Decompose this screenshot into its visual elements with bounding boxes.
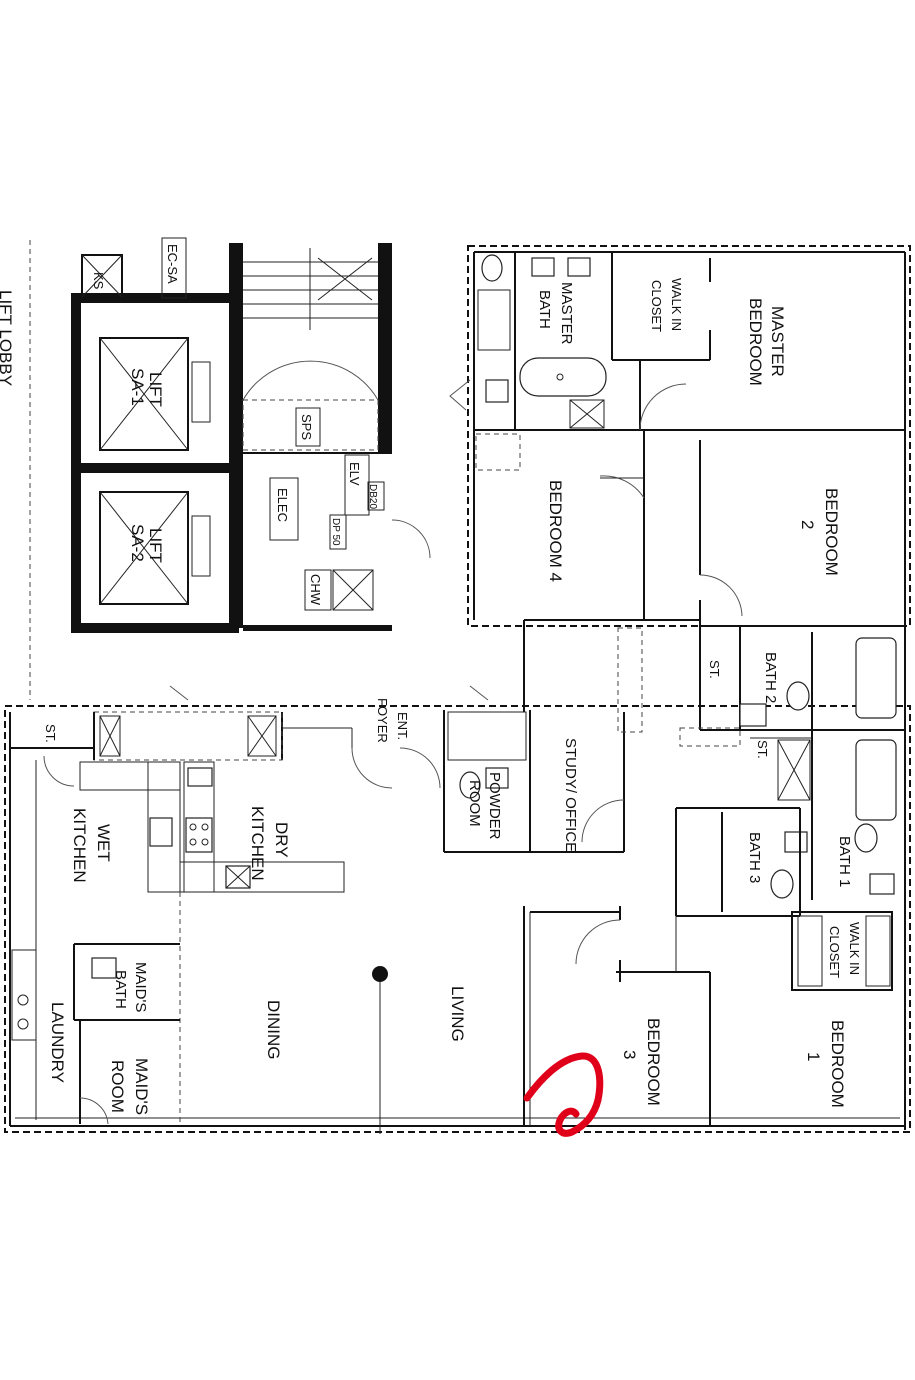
label-elv: ELV xyxy=(347,462,362,486)
label-ks: KS xyxy=(91,272,106,290)
label-walk-in-closet-a-line1: WALK IN xyxy=(669,278,684,331)
label-laundry: LAUNDRY xyxy=(48,1002,67,1083)
column-dot xyxy=(372,966,388,982)
label-maids-room-line1: MAID'S xyxy=(132,1058,151,1115)
study-powder xyxy=(443,627,643,853)
label-bedroom-3-line2: 3 xyxy=(620,1050,639,1059)
label-lift-sa-1-line2: SA-1 xyxy=(128,368,147,406)
label-ent-line1: ENT. xyxy=(395,712,410,740)
label-bedroom-1-line2: 1 xyxy=(804,1052,823,1061)
wet-kitchen-sink xyxy=(149,817,173,847)
label-maids-bath-line1: MAID'S xyxy=(132,962,149,1012)
label-living: LIVING xyxy=(448,986,467,1042)
bath-2-tub xyxy=(855,637,897,719)
ec-sa-shaft xyxy=(161,237,187,299)
master-basin-2 xyxy=(567,257,591,277)
bath-2-wc xyxy=(786,681,810,711)
elec-room xyxy=(269,477,299,541)
master-suite xyxy=(449,252,905,471)
label-walk-in-closet-a-line2: CLOSET xyxy=(649,280,664,332)
label-ec-sa: EC-SA xyxy=(165,244,180,284)
elv-room xyxy=(344,454,370,516)
core-block xyxy=(29,237,431,700)
label-powder-room-line1: POWDER xyxy=(486,772,503,840)
bath-1-wc xyxy=(854,823,878,853)
label-st-2: ST. xyxy=(755,740,770,759)
lift-sa-2-car xyxy=(99,491,189,605)
label-foyer-line2: FOYER xyxy=(375,698,390,743)
ks-shaft xyxy=(81,254,123,298)
label-bedroom-3-line1: BEDROOM xyxy=(644,1018,663,1106)
room-labels: LIFT LOBBY KS EC-SA LIFT SA-1 LIFT SA-2 … xyxy=(0,244,862,1115)
label-study-office: STUDY/ OFFICE xyxy=(562,738,579,852)
label-bath-3: BATH 3 xyxy=(746,832,763,883)
label-bath-2: BATH 2 xyxy=(762,652,779,703)
hob xyxy=(185,817,213,853)
powder-wc xyxy=(459,771,481,799)
label-elec: ELEC xyxy=(275,488,290,522)
label-chw: CHW xyxy=(308,574,323,606)
label-lift-sa-2-line1: LIFT xyxy=(146,528,165,563)
label-lift-sa-2-line2: SA-2 xyxy=(128,524,147,562)
baths-block xyxy=(675,625,905,991)
label-walk-in-closet-b-line1: WALK IN xyxy=(847,922,862,975)
label-bedroom-1-line1: BEDROOM xyxy=(828,1020,847,1108)
label-bath-1: BATH 1 xyxy=(836,836,853,887)
lift-sa-1-car xyxy=(99,337,189,451)
label-st-1: ST. xyxy=(707,660,722,679)
label-master-bedroom-line1: MASTER xyxy=(768,306,787,377)
label-wet-kitchen-line1: WET xyxy=(94,824,113,862)
kitchen-area xyxy=(10,711,345,1125)
stair xyxy=(242,248,379,451)
label-master-bath-line2: BATH xyxy=(536,290,553,329)
label-bedroom-4: BEDROOM 4 xyxy=(546,480,565,582)
label-dp50: DP 50 xyxy=(330,518,341,546)
master-wc xyxy=(481,254,503,282)
label-master-bedroom-line2: BEDROOM xyxy=(746,298,765,386)
label-bedroom-2-line1: BEDROOM xyxy=(822,488,841,576)
label-db20: DB20 xyxy=(367,484,378,509)
label-wet-kitchen-line2: KITCHEN xyxy=(70,808,89,883)
label-master-bath-line1: MASTER xyxy=(558,282,575,345)
label-dry-kitchen-line1: DRY xyxy=(272,822,291,858)
label-maids-bath-line2: BATH xyxy=(112,970,129,1009)
label-lift-lobby: LIFT LOBBY xyxy=(0,290,15,386)
sps-shaft xyxy=(295,407,321,447)
unit-boundary xyxy=(4,245,911,1133)
master-basin-1 xyxy=(531,257,555,277)
label-dining: DINING xyxy=(264,1000,283,1060)
label-walk-in-closet-b-line2: CLOSET xyxy=(827,926,842,978)
label-sps: SPS xyxy=(299,414,314,440)
bath-1-tub xyxy=(855,739,897,821)
label-st-3: ST. xyxy=(43,724,58,743)
bedroom-4-and-2 xyxy=(599,430,743,626)
label-lift-sa-1-line1: LIFT xyxy=(146,372,165,407)
chw-room xyxy=(304,569,332,611)
bath-3-wc xyxy=(770,869,794,899)
label-maids-room-line2: ROOM xyxy=(108,1060,127,1113)
label-bedroom-2-line2: 2 xyxy=(798,520,817,529)
red-annotation-mark xyxy=(523,1052,604,1137)
maids-bath-basin xyxy=(91,957,117,979)
living-bedrooms-3-1 xyxy=(372,906,711,1134)
label-dry-kitchen-line2: KITCHEN xyxy=(248,806,267,881)
label-powder-room-line2: ROOM xyxy=(466,780,483,827)
